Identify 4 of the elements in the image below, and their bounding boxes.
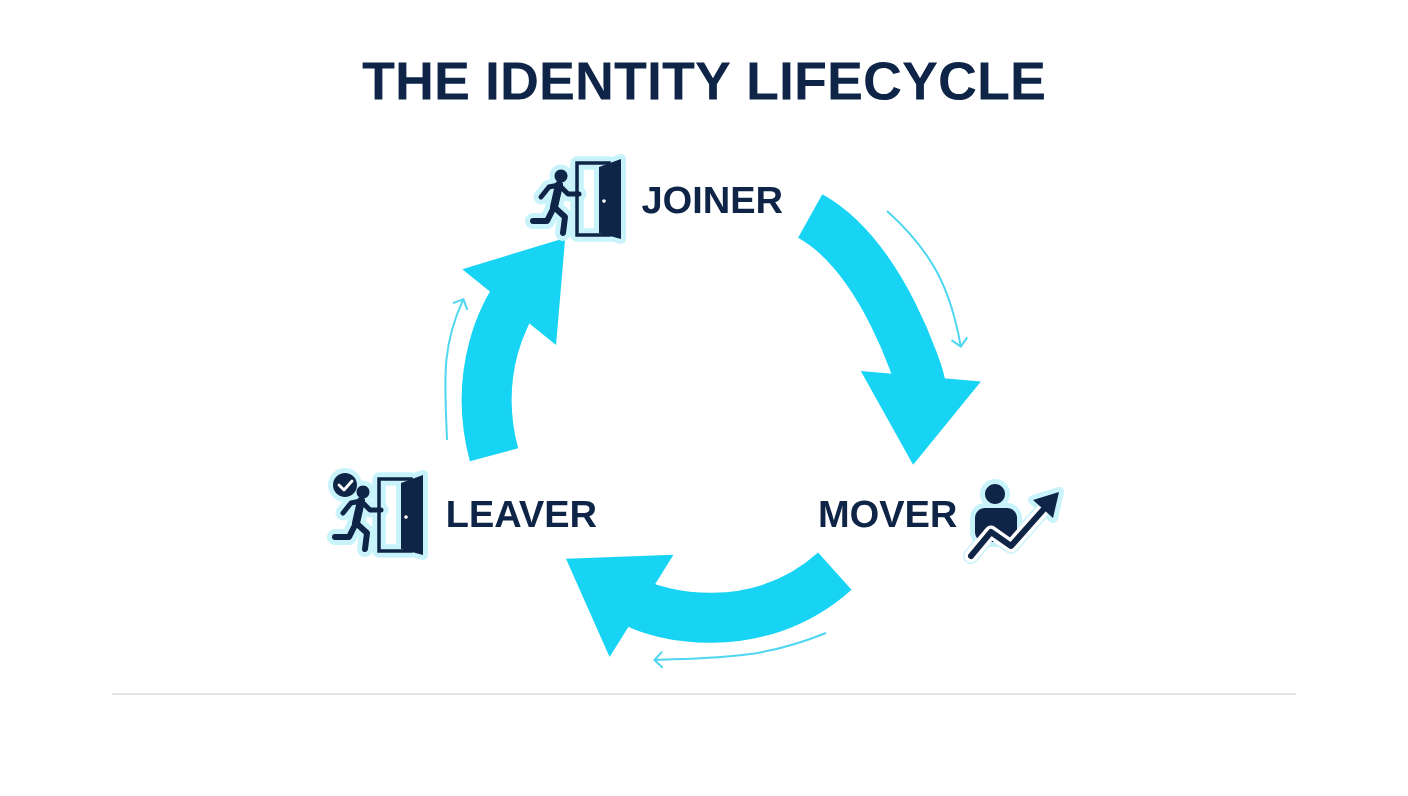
stage-label: JOINER: [642, 186, 783, 214]
title: THE IDENTITY LIFECYCLE: [362, 61, 1044, 101]
stage-label: MOVER: [820, 500, 957, 528]
stage-label: LEAVER: [448, 500, 597, 528]
